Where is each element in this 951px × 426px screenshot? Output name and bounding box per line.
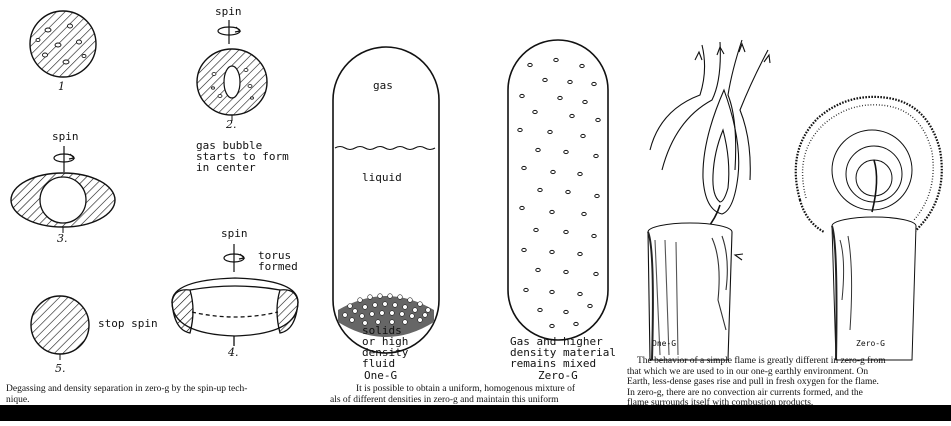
stage-2-label: gas bubble starts to form in center (196, 140, 289, 173)
stage-3-spin-label: spin (52, 131, 79, 142)
panel-2-caption: It is possible to obtain a uniform, homo… (330, 384, 626, 405)
stage-4-spin-label: spin (221, 228, 248, 239)
zero-g-capsule (508, 40, 608, 340)
zero-g-candle-flame (796, 97, 942, 360)
stage-5-label: stop spin (98, 318, 158, 329)
flame-one-g-label: One-G (652, 338, 676, 349)
stage-5-sphere (31, 296, 89, 360)
zero-g-label: Zero-G (538, 370, 578, 381)
stage-4-spin-icon (224, 244, 244, 272)
stage-4-number: 4. (228, 346, 239, 359)
one-g-candle-flame (648, 40, 770, 360)
liquid-label: liquid (362, 172, 402, 183)
solids-label: solids or high density fluid (362, 325, 408, 369)
stage-3-number: 3. (57, 232, 68, 245)
gas-label: gas (373, 80, 393, 91)
bottom-black-border (0, 405, 951, 421)
stage-3-spin-icon (54, 146, 74, 172)
panel-1-caption-line-2: nique. (6, 395, 316, 406)
stage-4-label: torus formed (258, 250, 298, 272)
panel-2-caption-line-1: It is possible to obtain a uniform, homo… (330, 384, 626, 395)
flame-zero-g-label: Zero-G (856, 338, 885, 349)
panel-3-caption-line-3: Earth, less-dense gases rise and pull in… (627, 377, 951, 388)
stage-1-sphere (30, 11, 96, 77)
panel-1-caption-line-1: Degassing and density separation in zero… (6, 384, 316, 395)
panel-3-caption-line-4: In zero-g, there are no convection air c… (627, 388, 951, 399)
stage-2-sphere (197, 49, 267, 121)
stage-1-number: 1 (58, 80, 65, 93)
stage-4-torus (172, 278, 298, 346)
stage-5-number: 5. (55, 362, 66, 375)
stage-3-ellipsoid (11, 173, 115, 233)
panel-3-caption-line-1: The behavior of a simple flame is greatl… (627, 356, 951, 367)
one-g-label: One-G (364, 370, 397, 381)
stage-2-number: 2. (226, 118, 237, 131)
mixed-label: Gas and higher density material remains … (510, 336, 616, 369)
stage-2-spin-icon (218, 20, 240, 44)
panel-1-caption: Degassing and density separation in zero… (6, 384, 316, 405)
panel-2-caption-line-2: als of different densities in zero-g and… (330, 395, 626, 406)
stage-2-spin-label: spin (215, 6, 242, 17)
panel-3-caption: The behavior of a simple flame is greatl… (627, 356, 951, 409)
panel-3-caption-line-2: that which we are used to in our one-g e… (627, 367, 951, 378)
one-g-capsule (333, 47, 439, 353)
